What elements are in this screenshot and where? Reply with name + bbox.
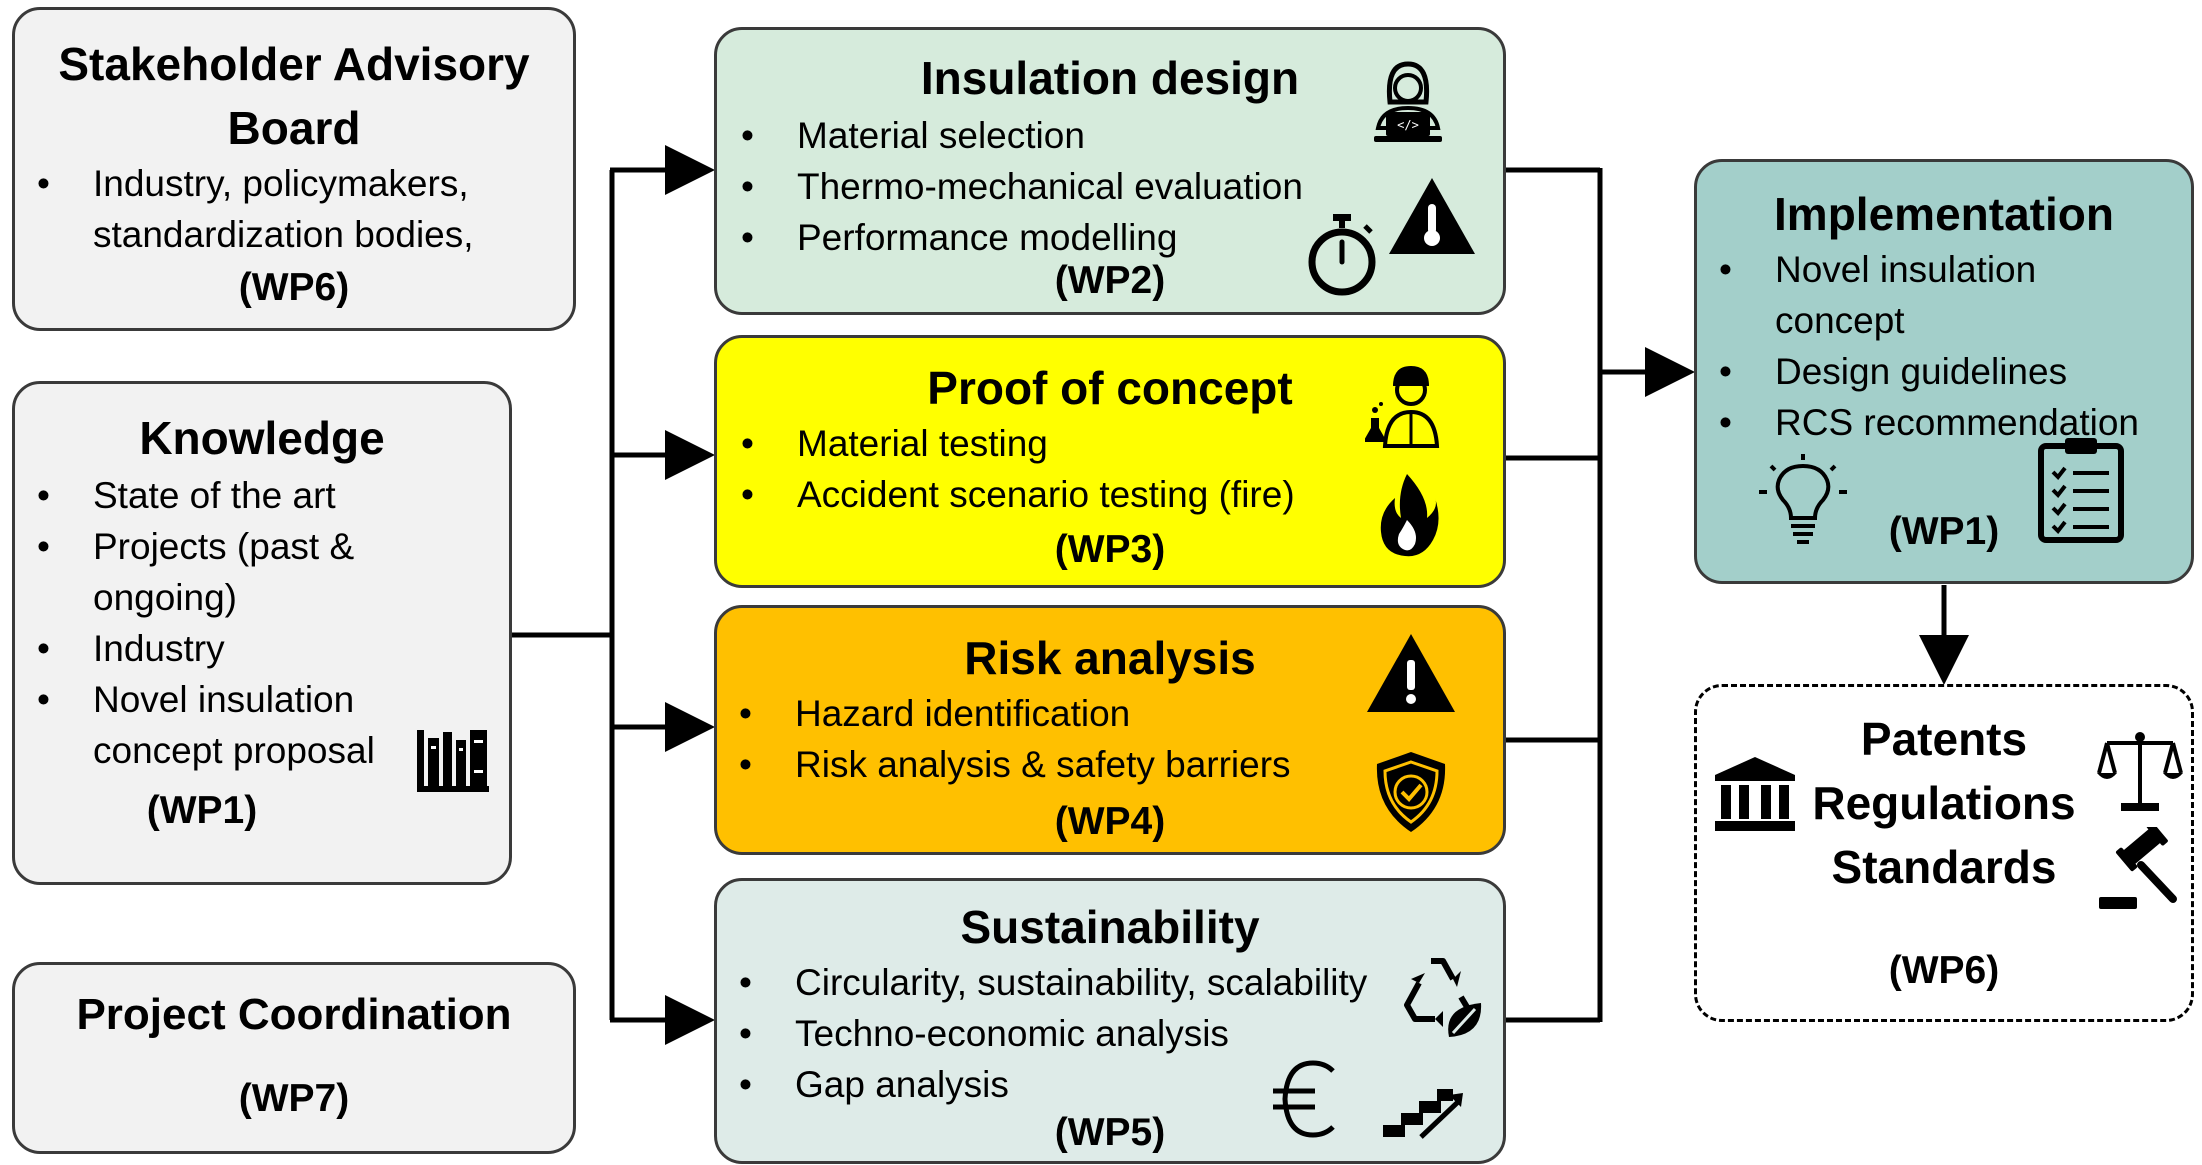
regulations-label: Regulations: [1812, 777, 2076, 829]
list-item: Material testing: [739, 418, 1295, 469]
outcomes-box: Patents Regulations Standards (WP6): [1694, 684, 2194, 1022]
list-item: Industry: [35, 623, 453, 674]
recycle-leaf-icon: [1404, 958, 1482, 1037]
sustainability-title: Sustainability: [960, 901, 1260, 953]
knowledge-list: State of the art Projects (past & ongoin…: [35, 470, 453, 776]
sustainability-wp: (WP5): [1054, 1111, 1166, 1154]
outcomes-wp: (WP6): [1888, 949, 2000, 992]
shield-check-icon: [1376, 752, 1446, 832]
list-item: Performance modelling: [739, 212, 1303, 263]
advisory-title: Stakeholder Advisory Board: [58, 38, 530, 154]
list-item: Material selection: [739, 110, 1303, 161]
advisory-wp: (WP6): [238, 266, 350, 309]
list-item: Novel insulation concept proposal: [35, 674, 453, 776]
implementation-list: Novel insulation concept Design guidelin…: [1717, 244, 2139, 448]
knowledge-box: Knowledge State of the art Projects (pas…: [12, 381, 512, 885]
lightbulb-icon: [1759, 454, 1847, 544]
coordination-wp: (WP7): [238, 1077, 350, 1120]
list-item: Accident scenario testing (fire): [739, 469, 1295, 520]
project-coordination-box: Project Coordination (WP7): [12, 962, 576, 1154]
bank-icon: [1715, 757, 1795, 831]
knowledge-wp: (WP1): [146, 789, 258, 832]
list-item: Hazard identification: [737, 688, 1291, 739]
list-item: Techno-economic analysis: [737, 1008, 1367, 1059]
list-item: Risk analysis & safety barriers: [737, 739, 1291, 790]
proof-of-concept-box: Proof of concept Material testing Accide…: [714, 335, 1506, 588]
list-item: Projects (past & ongoing): [35, 521, 383, 623]
knowledge-title: Knowledge: [139, 412, 385, 464]
proof-list: Material testing Accident scenario testi…: [739, 418, 1295, 520]
implementation-box: Implementation Novel insulation concept …: [1694, 159, 2194, 584]
patents-label: Patents: [1860, 713, 2028, 765]
programmer-icon: </>: [1374, 61, 1442, 142]
proof-wp: (WP3): [1054, 528, 1166, 571]
implementation-title: Implementation: [1774, 188, 2114, 240]
list-item: Thermo-mechanical evaluation: [739, 161, 1303, 212]
list-item: State of the art: [35, 470, 453, 521]
flame-icon: [1380, 474, 1439, 557]
gavel-icon: [2099, 827, 2177, 909]
svg-text:</>: </>: [1397, 118, 1419, 132]
stopwatch-icon: [1308, 214, 1376, 296]
sustainability-list: Circularity, sustainability, scalability…: [737, 957, 1367, 1110]
list-item: Circularity, sustainability, scalability: [737, 957, 1367, 1008]
coordination-title: Project Coordination: [76, 990, 512, 1039]
scientist-icon: [1365, 366, 1440, 448]
stairs-up-icon: [1383, 1089, 1463, 1139]
list-item: RCS recommendation: [1717, 397, 2139, 448]
standards-label: Standards: [1831, 841, 2057, 893]
list-item: Novel insulation concept: [1717, 244, 2095, 346]
books-icon: [417, 730, 489, 792]
insulation-title: Insulation design: [920, 52, 1300, 104]
advisory-list: Industry, policymakers, standardization …: [35, 158, 523, 260]
list-item: Design guidelines: [1717, 346, 2139, 397]
implementation-wp: (WP1): [1888, 510, 2000, 553]
proof-title: Proof of concept: [927, 362, 1293, 414]
risk-title: Risk analysis: [964, 632, 1256, 684]
euro-icon: [1273, 1060, 1335, 1138]
warning-thermometer-icon: [1389, 178, 1475, 254]
risk-analysis-box: Risk analysis Hazard identification Risk…: [714, 605, 1506, 855]
scales-icon: [2097, 732, 2183, 811]
risk-list: Hazard identification Risk analysis & sa…: [737, 688, 1291, 790]
sustainability-box: Sustainability Circularity, sustainabili…: [714, 878, 1506, 1164]
checklist-icon: [2038, 438, 2124, 543]
insulation-list: Material selection Thermo-mechanical eva…: [739, 110, 1303, 263]
insulation-wp: (WP2): [1054, 259, 1166, 302]
list-item: Industry, policymakers, standardization …: [35, 158, 523, 260]
insulation-design-box: Insulation design Material selection The…: [714, 27, 1506, 315]
stakeholder-advisory-box: Stakeholder Advisory Board Industry, pol…: [12, 7, 576, 331]
risk-wp: (WP4): [1054, 800, 1166, 843]
list-item: Gap analysis: [737, 1059, 1367, 1110]
warning-icon: [1367, 634, 1455, 712]
